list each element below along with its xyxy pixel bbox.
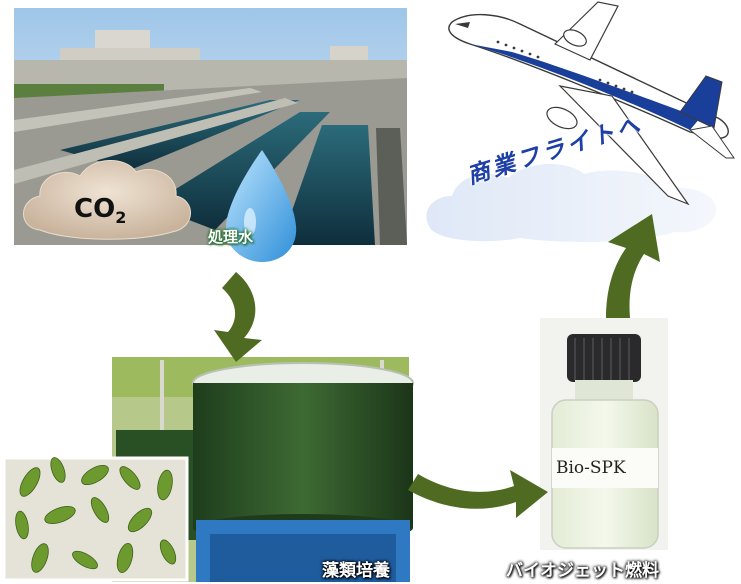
co2-cloud-icon — [23, 159, 191, 240]
microscope-inset — [2, 456, 189, 582]
co2-subscript: 2 — [115, 208, 127, 227]
bottle-label-text: Bio-SPK — [556, 458, 626, 478]
airplane-icon — [448, 1, 735, 206]
biojet-fuel-label: バイオジェット燃料 — [506, 561, 659, 581]
co2-label: CO2 — [74, 194, 126, 227]
co2-main-text: CO — [74, 194, 116, 224]
water-drop-icon — [225, 150, 297, 262]
algae-culture-label: 藻類培養 — [322, 561, 390, 581]
cycle-arrow-icon — [214, 214, 660, 518]
treated-water-label: 処理水 — [208, 228, 254, 246]
bio-spk-bottle-photo — [540, 318, 668, 550]
